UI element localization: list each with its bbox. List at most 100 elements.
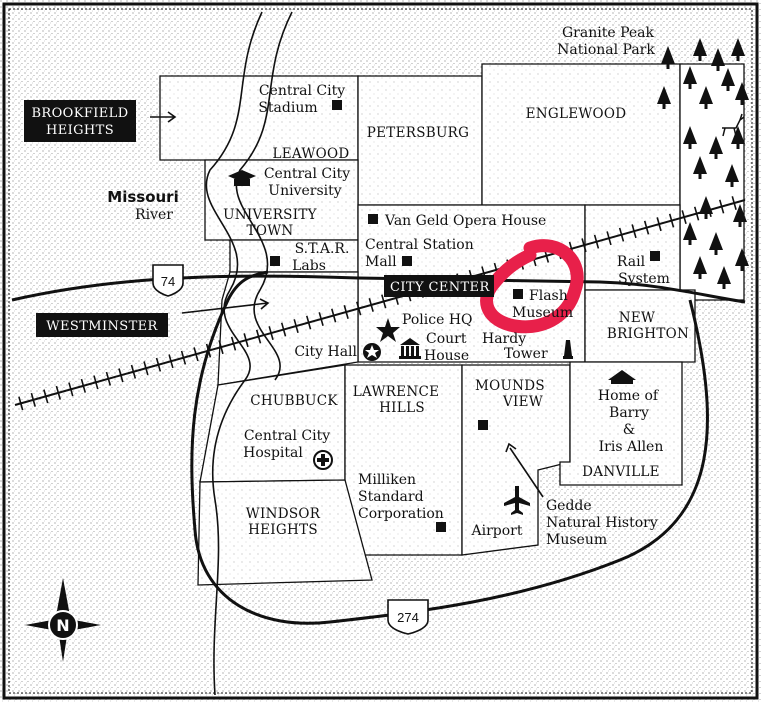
star-labs-label-2: Labs [292, 258, 326, 274]
mounds-view-label-1: MOUNDS [475, 378, 545, 394]
rail-tie [205, 343, 212, 358]
pine-tree-icon [699, 196, 713, 219]
airport-label: Airport [471, 523, 523, 539]
court-label-2: House [424, 348, 469, 364]
rail-label-2: System [618, 271, 670, 287]
pine-tree-icon [661, 46, 675, 69]
flash-museum-label-1: Flash [529, 288, 568, 304]
pine-tree-icon [709, 232, 723, 255]
mall-marker-icon [402, 256, 412, 266]
stadium-label-1: Central City [259, 83, 345, 99]
hardy-label-1: Hardy [482, 331, 526, 347]
hospital-label-2: Hospital [243, 445, 303, 461]
map-frame-inner [8, 8, 753, 694]
compass-rose-icon: N [25, 578, 101, 662]
highway-274-shield: 274 [387, 599, 429, 635]
opera-house-marker-icon [368, 214, 378, 224]
brookfield-heights-banner: BROOKFIELD HEIGHTS [24, 100, 177, 142]
compass-north-label: N [56, 616, 69, 635]
rail-label-1: Rail [617, 254, 646, 270]
deer-icon [722, 113, 745, 137]
rail-tie [268, 326, 274, 341]
milliken-label-3: Corporation [358, 506, 444, 522]
pine-tree-icon [693, 38, 707, 61]
university-cap-icon [228, 170, 256, 186]
rail-tie [343, 305, 349, 319]
rail-tie [606, 231, 612, 246]
pine-tree-icon [711, 48, 725, 71]
university-label-2: University [268, 183, 341, 199]
van-geld-label: Van Geld Opera House [384, 213, 546, 229]
highway-274-label: 274 [397, 610, 419, 625]
airplane-icon [504, 486, 530, 515]
place-labels: Granite Peak National Park Central City … [107, 25, 689, 548]
mall-label-1: Central Station [365, 237, 474, 253]
rail-tie [43, 389, 49, 404]
westminster-banner: WESTMINSTER [36, 298, 270, 337]
pine-tree-icon [725, 164, 739, 187]
rail-tie [130, 364, 137, 379]
rail-tie [668, 213, 675, 228]
gedde-label-3: Museum [546, 532, 607, 548]
granite-peak-label-2: National Park [557, 42, 655, 58]
englewood-label: ENGLEWOOD [526, 106, 627, 122]
home-label-2: Barry [609, 405, 649, 421]
rail-tie [180, 350, 187, 365]
star-labs-marker-icon [270, 256, 280, 266]
rail-tie [155, 357, 162, 372]
petersburg-label: PETERSBURG [367, 125, 469, 141]
hospital-label-1: Central City [244, 428, 330, 444]
pine-tree-icon [699, 86, 713, 109]
arrow-icon [150, 111, 177, 123]
court-label-1: Court [426, 331, 467, 347]
missouri-label: Missouri [107, 188, 178, 206]
pine-tree-icon [657, 86, 671, 109]
city-hall-icon [363, 343, 381, 361]
rail-tie [381, 294, 387, 309]
city-hall-label: City Hall [294, 344, 357, 360]
rail-tie [168, 354, 174, 369]
park-trees [657, 38, 749, 289]
rail-tie [656, 217, 662, 232]
court-house-icon [399, 338, 421, 359]
rail-tie [118, 368, 124, 383]
new-brighton-label-2: BRIGHTON [607, 326, 689, 342]
rail-tie [681, 210, 687, 225]
rail-tie [618, 227, 625, 242]
rail-tie [55, 385, 61, 400]
brookfield-label-2: HEIGHTS [46, 123, 114, 138]
milliken-label-1: Milliken [358, 472, 416, 488]
rail-system-marker-icon [650, 251, 660, 261]
brookfield-label-1: BROOKFIELD [31, 106, 128, 121]
rail-tie [631, 224, 637, 239]
pine-tree-icon [683, 126, 697, 149]
new-brighton-label-1: NEW [619, 310, 655, 326]
rail-tie [356, 301, 362, 316]
flash-museum-marker-icon [513, 289, 523, 299]
leawood-label: LEAWOOD [273, 146, 350, 162]
district-danville [559, 361, 683, 486]
highway-74 [11, 274, 746, 304]
pine-tree-icon [731, 126, 745, 149]
hospital-cross-icon [313, 450, 333, 470]
mall-label-2: Mall [365, 254, 397, 270]
rail-tie [719, 199, 725, 214]
pine-tree-icon [735, 248, 749, 271]
gedde-arrow-icon [505, 442, 544, 498]
hardy-tower-icon [563, 340, 573, 359]
rail-tie [105, 371, 112, 386]
home-icon [608, 370, 636, 384]
highway-74-label: 74 [161, 274, 175, 289]
rail-tie [80, 378, 87, 393]
milliken-label-2: Standard [358, 489, 424, 505]
rail-tie [18, 396, 24, 411]
pine-tree-icon [683, 66, 697, 89]
rail-tie [318, 312, 324, 326]
lawrence-label-1: LAWRENCE [353, 384, 439, 400]
danville-label: DANVILLE [582, 464, 660, 480]
gedde-label-2: Natural History [546, 515, 658, 531]
district-new-brighton [584, 289, 696, 363]
stadium-label-2: Stadium [258, 100, 317, 116]
university-town-label-2: TOWN [247, 223, 294, 239]
